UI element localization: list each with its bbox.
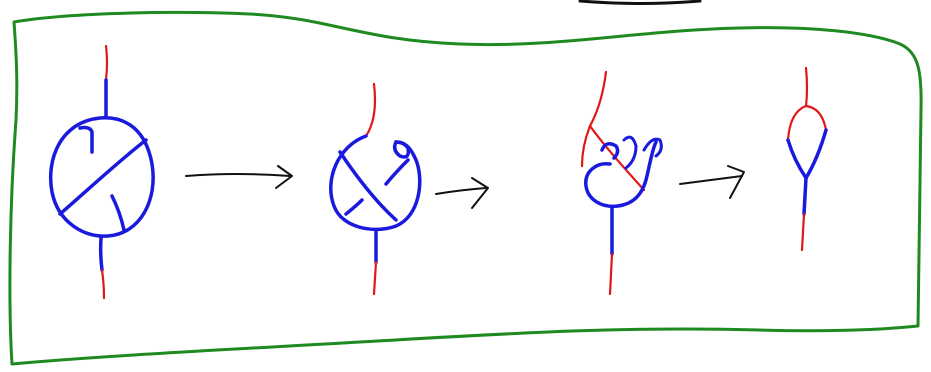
stage2-red-top <box>364 82 377 138</box>
stage3-red-diagonal <box>588 124 646 192</box>
stage4-red-loop <box>786 104 828 142</box>
stage3-red-bottom <box>608 252 614 296</box>
arrow-1 <box>185 165 293 189</box>
stage-2 <box>329 82 422 296</box>
stage2-curl <box>392 140 411 159</box>
stage4-red-bottom <box>800 212 806 252</box>
arrow-3 <box>679 165 745 199</box>
stage2-crossing-a <box>384 158 410 186</box>
stage3-blue-hook <box>600 142 620 160</box>
stage4-blue-stem <box>802 176 808 216</box>
stage1-red-top <box>104 44 109 82</box>
stage3-blue-body <box>584 140 658 209</box>
stage3-red-left <box>580 124 592 168</box>
stage-4 <box>786 66 828 252</box>
arrow-2 <box>435 177 489 209</box>
stage1-blue-bottom <box>98 236 104 272</box>
stage2-diagonal <box>338 150 398 222</box>
stage3-curl-a <box>622 135 638 170</box>
stage3-curl-b <box>642 137 663 158</box>
stage-1 <box>48 44 155 300</box>
top-edge-stroke <box>578 0 702 5</box>
stage3-red-top <box>588 70 608 128</box>
stage2-red-bottom <box>372 260 378 296</box>
stage1-diagonal <box>58 138 148 216</box>
stage1-red-bottom <box>100 268 106 300</box>
stage2-crossing-b <box>344 198 364 216</box>
stage4-red-top <box>804 66 809 108</box>
stage-3 <box>580 70 663 296</box>
stage1-crossing-b <box>110 194 126 232</box>
stage4-blue-left <box>786 138 808 180</box>
stage2-loop <box>329 134 422 232</box>
stage4-blue-right <box>804 128 828 180</box>
frame-border <box>8 10 923 366</box>
stage1-crossing-a <box>78 125 94 154</box>
